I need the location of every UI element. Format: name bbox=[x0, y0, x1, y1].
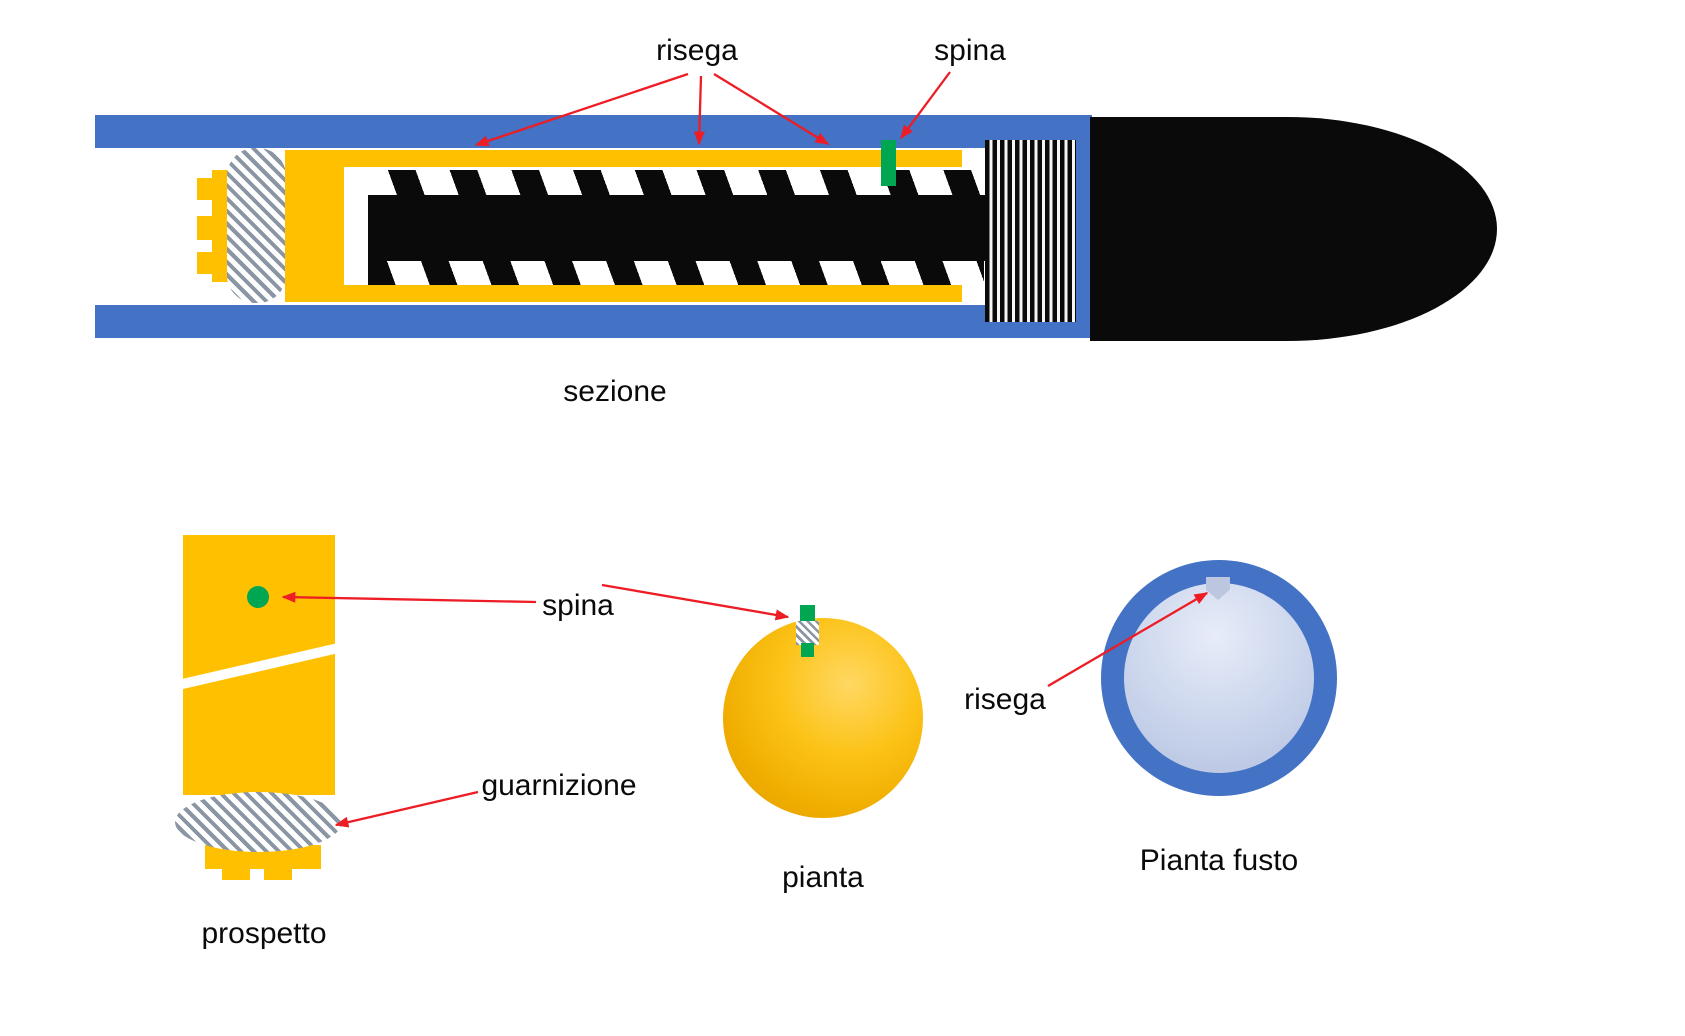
pin-plan-outer bbox=[800, 605, 815, 623]
piston-head-section bbox=[285, 150, 344, 302]
annotation-risega-section: risega bbox=[656, 34, 738, 67]
annotation-risega-plan: risega bbox=[964, 683, 1046, 716]
piston-stem-tooth bbox=[197, 216, 214, 240]
piston-stem-tooth bbox=[197, 178, 214, 200]
risega-notch bbox=[1206, 577, 1230, 600]
gasket-elevation bbox=[175, 792, 342, 852]
barrel-bottom-section bbox=[95, 305, 1092, 338]
barrel-end-ring bbox=[1076, 117, 1092, 338]
pin-section bbox=[881, 140, 896, 186]
piston-plan-circle bbox=[723, 618, 923, 818]
barrel-plan-bore bbox=[1124, 583, 1314, 773]
piston-stem bbox=[212, 170, 230, 282]
piston-foot bbox=[264, 867, 292, 880]
split-line bbox=[183, 639, 335, 693]
gasket-section bbox=[227, 148, 286, 303]
pin-plan-bushing bbox=[796, 621, 819, 645]
screw-core bbox=[368, 195, 986, 261]
knurled-grip bbox=[985, 140, 1078, 322]
end-cap bbox=[1090, 117, 1497, 341]
pin-elevation bbox=[247, 586, 269, 608]
sleeve-bottom-rail bbox=[344, 285, 962, 302]
barrel-top-section bbox=[95, 115, 1092, 148]
annotation-spina-detail: spina bbox=[542, 589, 614, 622]
pin-plan-inner bbox=[801, 643, 814, 657]
annotation-guarnizione: guarnizione bbox=[481, 769, 637, 802]
piston-stem-tooth bbox=[197, 252, 214, 274]
view-label-prospetto: prospetto bbox=[201, 917, 327, 950]
arrow-guarnizione bbox=[334, 790, 479, 828]
view-label-pianta: pianta bbox=[782, 861, 864, 894]
sleeve-top-rail bbox=[344, 150, 962, 167]
view-label-sezione: sezione bbox=[563, 375, 667, 408]
piston-body-elevation bbox=[183, 535, 335, 795]
piston-foot bbox=[222, 867, 250, 880]
view-label-pianta-fusto: Pianta fusto bbox=[1139, 844, 1299, 877]
annotation-spina-section: spina bbox=[934, 34, 1006, 67]
